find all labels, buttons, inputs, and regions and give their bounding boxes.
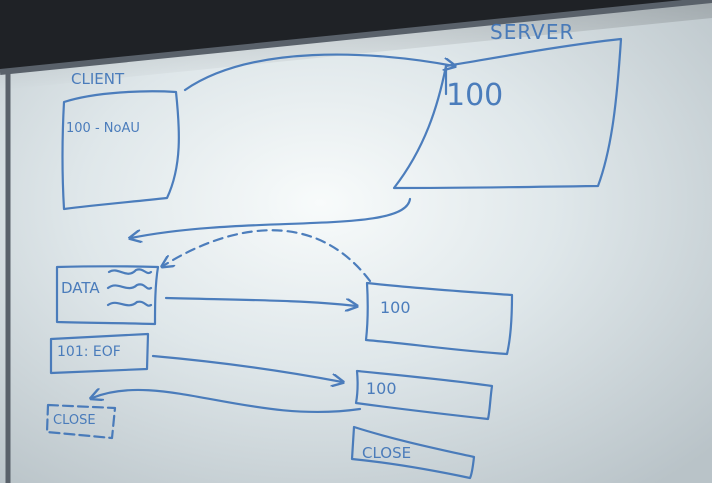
- board-top-shadow: [0, 0, 712, 90]
- response-box-2: [354, 369, 494, 421]
- response-2-text: 100: [366, 379, 397, 398]
- arrow-data-to-response1: [164, 296, 356, 306]
- arrow-server-to-data: [131, 197, 412, 238]
- server-label: SERVER: [490, 20, 574, 44]
- wave-1: [107, 268, 153, 275]
- client-label: CLIENT: [71, 70, 125, 88]
- client-box-text: 100 - NoAU: [66, 121, 140, 136]
- eof-box-text: 101: EOF: [57, 344, 121, 360]
- response-box-1: [364, 281, 514, 356]
- data-box: [55, 265, 160, 326]
- wave-2: [106, 283, 153, 290]
- client-box: [61, 90, 180, 211]
- close-left-text: CLOSE: [53, 413, 96, 428]
- arrow-client-to-server: [183, 53, 454, 92]
- data-box-text: DATA: [61, 279, 100, 297]
- close-right-text: CLOSE: [362, 444, 411, 462]
- close-box-left: [45, 403, 117, 440]
- close-box-right: [350, 425, 476, 480]
- wave-3: [106, 300, 153, 307]
- response-1-text: 100: [380, 298, 411, 317]
- eof-box: [49, 332, 150, 375]
- server-box-text: 100: [446, 78, 503, 113]
- arrow-eof-to-response2: [151, 354, 342, 382]
- board-frame-top: [0, 0, 712, 75]
- arc-response1-to-data: [163, 229, 372, 283]
- server-box: [392, 37, 623, 190]
- arc-response2-to-close: [92, 390, 362, 414]
